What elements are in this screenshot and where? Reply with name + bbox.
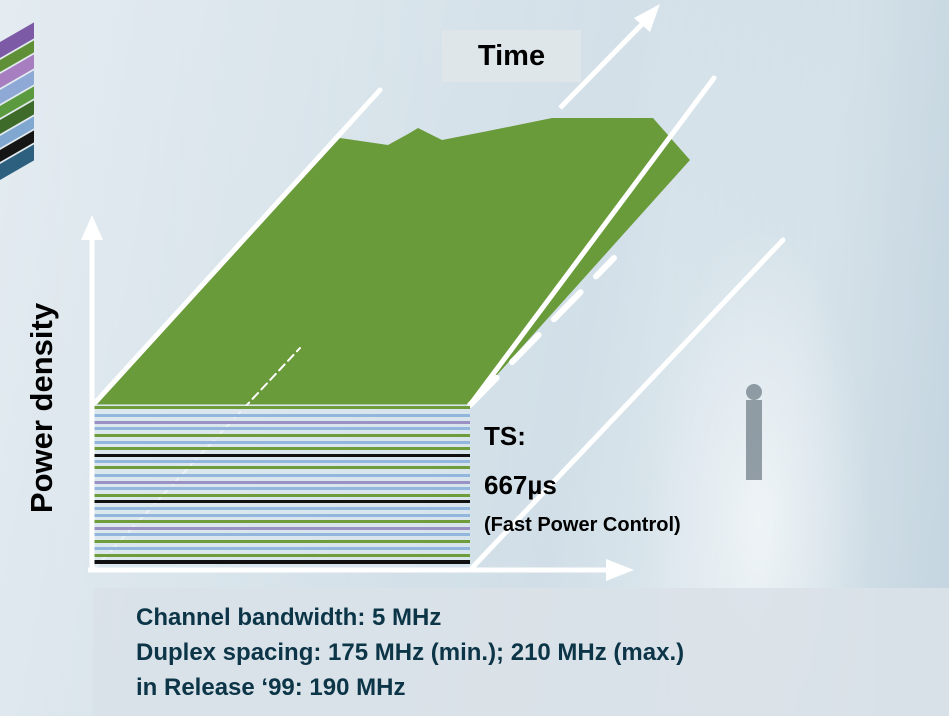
person-silhouette: [746, 384, 762, 480]
timeslot-duration: 667µs: [484, 470, 557, 500]
power-surface: [93, 118, 690, 405]
frequency-axis-arrow: [88, 559, 634, 581]
time-axis-label-text: Time: [477, 39, 546, 72]
time-axis-label: Time: [442, 30, 581, 82]
power-axis-arrow: [81, 215, 103, 572]
timeslot-label: TS:: [484, 421, 526, 451]
frequency-stripes: [93, 404, 470, 570]
info-panel: [93, 588, 949, 716]
perspective-lines: [90, 75, 786, 573]
channel-bandwidth-text: Channel bandwidth: 5 MHz: [136, 604, 442, 631]
release-99-text: in Release ‘99: 190 MHz: [136, 674, 406, 701]
timeslot-note: (Fast Power Control): [484, 514, 681, 536]
duplex-spacing-text: Duplex spacing: 175 MHz (min.); 210 MHz …: [136, 639, 685, 666]
power-density-axis-label: Power density: [24, 302, 59, 514]
color-stripe-decoration: [0, 22, 34, 180]
time-axis-arrow: [558, 4, 660, 110]
